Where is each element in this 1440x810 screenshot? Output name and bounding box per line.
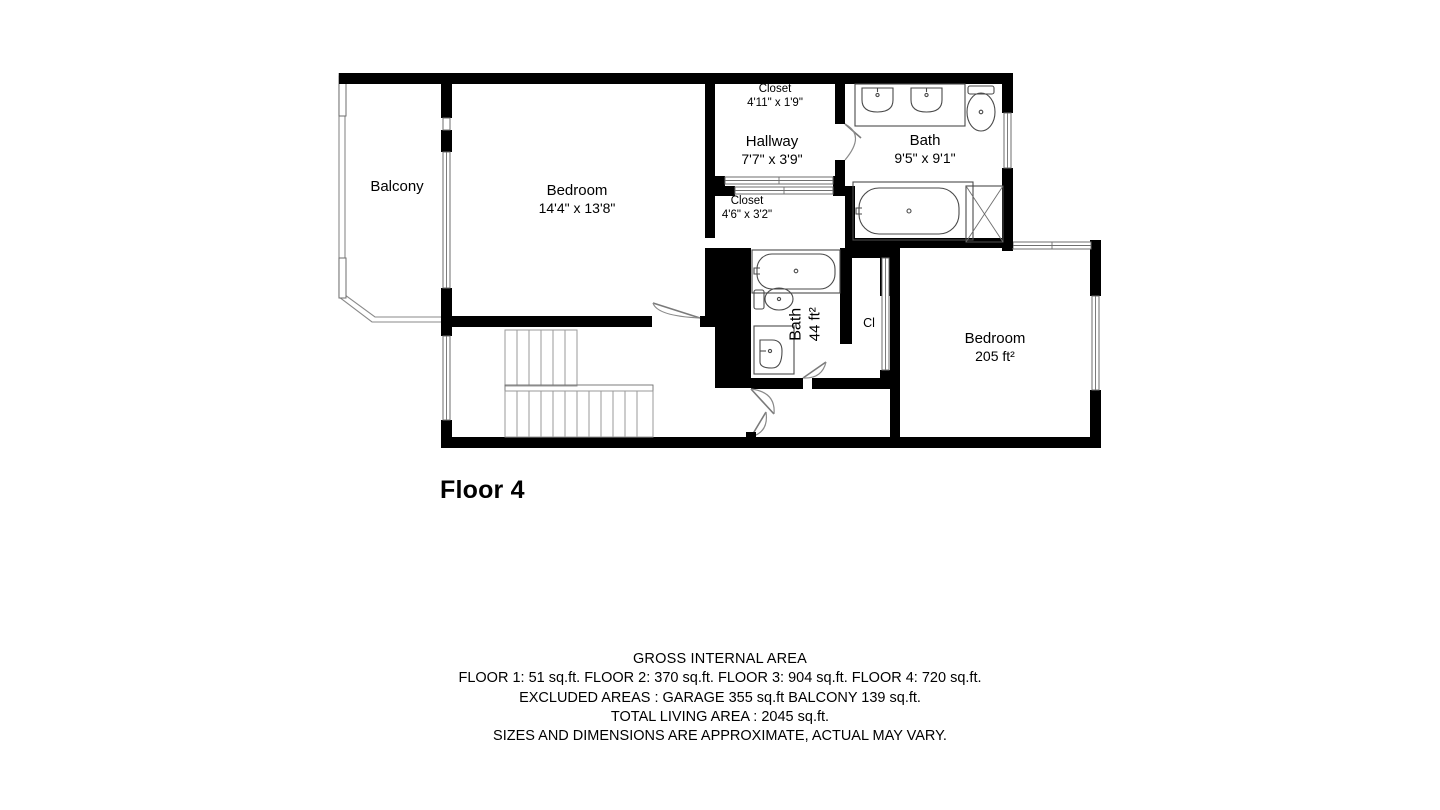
room-name: Closet: [758, 83, 792, 95]
summary-total: TOTAL LIVING AREA : 2045 sq.ft.: [610, 708, 830, 725]
room-label-hallway: Hallway 7'7" x 3'9": [702, 133, 842, 167]
room-area: 44 ft²: [806, 307, 824, 342]
room-label-bedroom-main: Bedroom 14'4" x 13'8": [487, 182, 667, 216]
room-dimensions: 4'11" x 1'9": [747, 96, 803, 109]
left-wall-windows: [442, 117, 451, 421]
room-dimensions: 4'6" x 3'2": [721, 208, 773, 221]
room-dimensions: 14'4" x 13'8": [538, 199, 616, 216]
summary-disclaimer: SIZES AND DIMENSIONS ARE APPROXIMATE, AC…: [493, 728, 947, 745]
door-swings: [652, 123, 862, 443]
room-dimensions: 9'5" x 9'1": [894, 149, 956, 166]
room-dimensions: 7'7" x 3'9": [741, 150, 803, 167]
room-label-bath-small: Bath 44 ft²: [788, 274, 825, 374]
room-name: Bath: [909, 132, 941, 149]
room-label-closet-cl: Cl: [844, 316, 894, 331]
room-name: Bedroom: [546, 182, 608, 199]
room-name: Hallway: [745, 133, 799, 150]
master-bath-fixtures: [852, 83, 1004, 243]
summary-heading: GROSS INTERNAL AREA: [632, 651, 808, 667]
room-label-bath-master: Bath 9'5" x 9'1": [855, 132, 995, 166]
floor-title: Floor 4: [440, 476, 525, 504]
room-name: Cl: [863, 316, 875, 330]
room-name: Bath: [787, 307, 805, 341]
room-label-closet-top: Closet 4'11" x 1'9": [710, 83, 840, 110]
room-label-closet-mid: Closet 4'6" x 3'2": [687, 195, 807, 222]
staircase: [504, 329, 654, 438]
room-name: Closet: [730, 195, 764, 207]
room-area: 205 ft²: [975, 347, 1015, 364]
area-summary: GROSS INTERNAL AREA FLOOR 1: 51 sq.ft. F…: [0, 650, 1440, 746]
room-label-bedroom-right: Bedroom 205 ft²: [915, 330, 1075, 364]
summary-excluded: EXCLUDED AREAS : GARAGE 355 sq.ft BALCON…: [519, 689, 921, 706]
small-bath-fixtures: [751, 249, 841, 375]
closet-doors: [724, 176, 890, 371]
balcony-outline: [338, 73, 451, 323]
interior-walls: [452, 84, 1013, 448]
summary-floors: FLOOR 1: 51 sq.ft. FLOOR 2: 370 sq.ft. F…: [458, 670, 982, 687]
room-label-balcony: Balcony: [347, 178, 447, 196]
room-name: Balcony: [370, 178, 424, 195]
exterior-walls: [339, 73, 1101, 448]
room-name: Bedroom: [964, 330, 1026, 347]
